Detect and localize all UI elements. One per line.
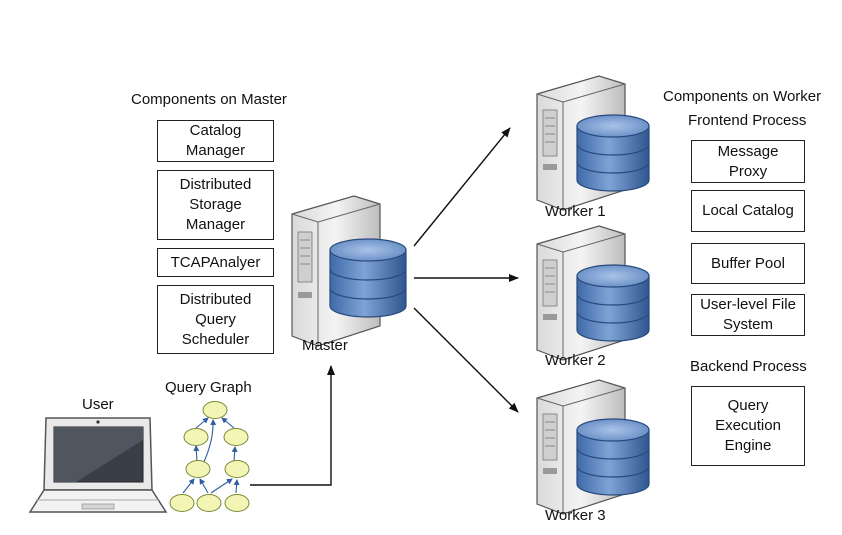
local-catalog-label: Local Catalog (702, 202, 794, 219)
user-level-file-system-box: User-level File System (691, 294, 805, 336)
query-execution-engine-label: Query Execution Engine (715, 397, 781, 454)
message-proxy-box: Message Proxy (691, 140, 805, 183)
user-label: User (82, 396, 114, 413)
query-graph-label: Query Graph (165, 379, 252, 396)
arrow-master-to-worker-1 (413, 127, 511, 247)
message-proxy-label: Message Proxy (717, 142, 779, 180)
worker-2-server-icon (536, 225, 650, 361)
master-node-label: Master (302, 337, 348, 354)
worker-3-server-icon (536, 379, 650, 515)
master-components-heading: Components on Master (131, 91, 287, 108)
laptop-icon (28, 417, 168, 513)
worker-3-label: Worker 3 (545, 507, 606, 524)
buffer-pool-box: Buffer Pool (691, 243, 805, 284)
buffer-pool-label: Buffer Pool (711, 254, 785, 272)
user-level-file-system-label: User-level File System (700, 296, 796, 333)
query-graph-icon (169, 401, 250, 512)
query-execution-engine-box: Query Execution Engine (691, 386, 805, 466)
distributed-storage-manager-box: Distributed Storage Manager (157, 170, 274, 240)
distributed-query-scheduler-box: Distributed Query Scheduler (157, 285, 274, 354)
local-catalog-box: Local Catalog (691, 190, 805, 232)
arrow-master-to-worker-3 (413, 307, 519, 413)
worker-2-label: Worker 2 (545, 352, 606, 369)
backend-process-heading: Backend Process (690, 358, 807, 375)
catalog-manager-label: Catalog Manager (185, 122, 246, 159)
catalog-manager-box: Catalog Manager (157, 120, 274, 162)
worker-1-server-icon (536, 75, 650, 211)
arrow-query-to-master (250, 365, 335, 486)
frontend-process-heading: Frontend Process (688, 112, 807, 129)
tcap-analyzer-box: TCAPAnalyer (157, 248, 274, 277)
worker-1-label: Worker 1 (545, 203, 606, 220)
distributed-query-scheduler-label: Distributed Query Scheduler (179, 290, 252, 348)
tcap-analyzer-label: TCAPAnalyer (170, 253, 261, 271)
worker-components-heading: Components on Worker (663, 88, 822, 105)
distributed-storage-manager-label: Distributed Storage Manager (179, 176, 252, 233)
master-server-icon (291, 195, 407, 347)
